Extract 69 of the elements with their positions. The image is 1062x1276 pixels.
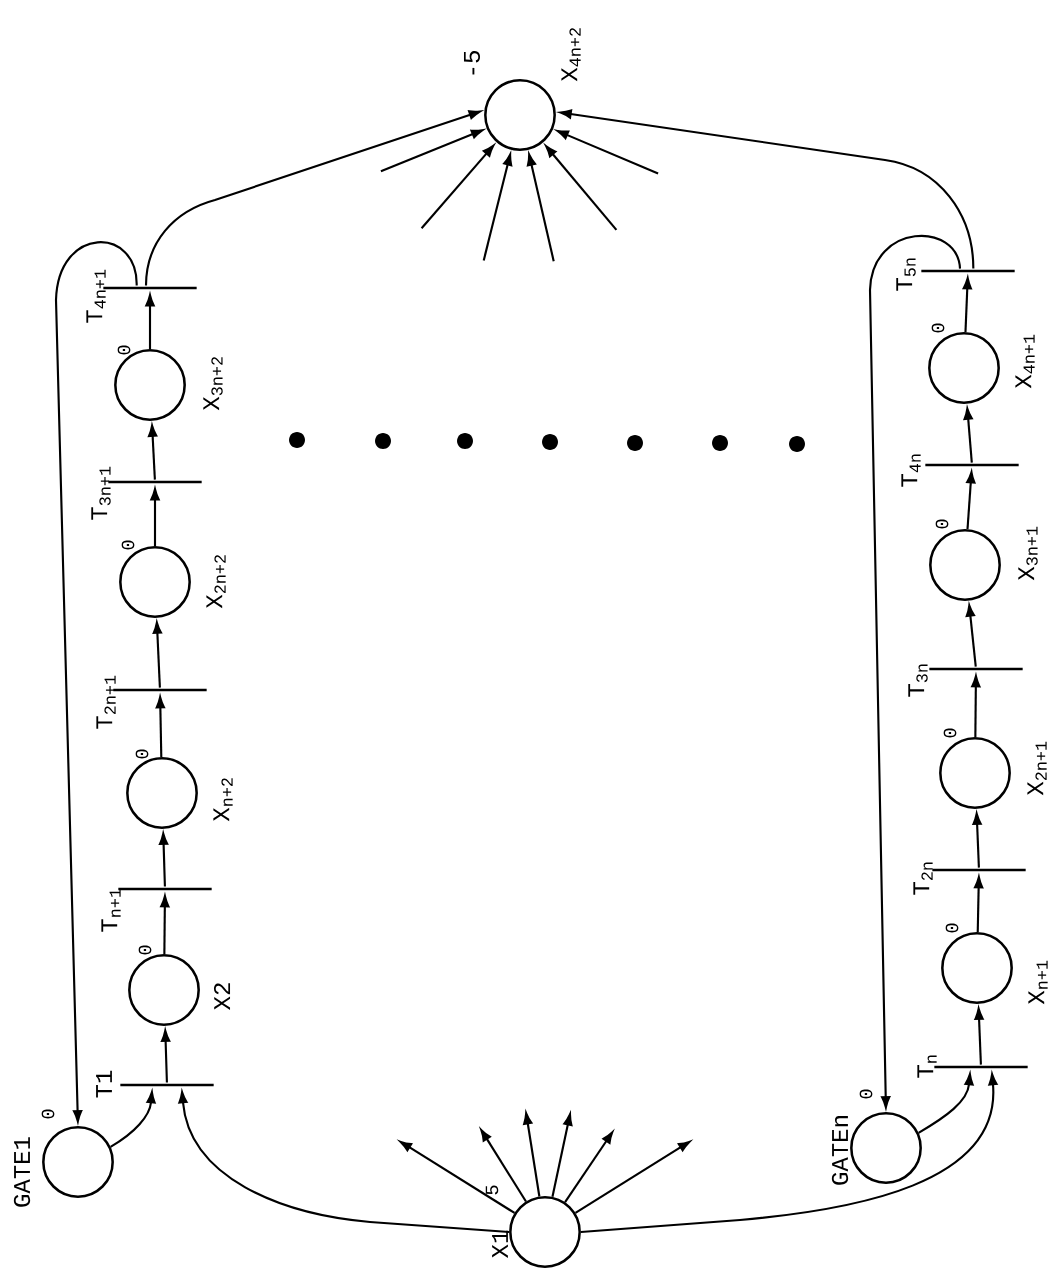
token-count: 0 bbox=[135, 749, 149, 759]
arrow bbox=[574, 1140, 691, 1214]
arrow bbox=[158, 832, 169, 887]
transition-bar bbox=[934, 1065, 1028, 1069]
place-circle bbox=[939, 737, 1011, 809]
transition-label: T$_{5n}$ bbox=[896, 258, 916, 291]
transition-bar bbox=[932, 868, 1026, 872]
arrow bbox=[965, 604, 977, 667]
place-circle bbox=[128, 954, 200, 1026]
place-label: X2 bbox=[213, 983, 231, 1010]
transition-bar bbox=[921, 269, 1015, 273]
place-circle bbox=[509, 1196, 581, 1268]
transition-label: T$_{n}$ bbox=[917, 1055, 937, 1078]
place-label: GATEn bbox=[831, 1116, 849, 1185]
token-count: 5 bbox=[485, 1185, 499, 1195]
arrow bbox=[963, 407, 973, 463]
place-circle bbox=[126, 757, 198, 829]
arrow bbox=[54, 241, 138, 1123]
arrow bbox=[148, 424, 158, 480]
token-count: 0 bbox=[935, 519, 949, 529]
arrow bbox=[160, 1029, 171, 1083]
arrow bbox=[559, 109, 975, 269]
token-count: -5 bbox=[464, 51, 480, 75]
place-label: GATE1 bbox=[13, 1137, 31, 1207]
arrow bbox=[551, 1113, 573, 1198]
token-count: 0 bbox=[859, 1089, 873, 1099]
place-circle bbox=[42, 1126, 114, 1198]
transition-label: T$_{3n+1}$ bbox=[91, 466, 111, 520]
arrow bbox=[482, 153, 513, 261]
place-label: X$_{2n+1}$ bbox=[1027, 741, 1047, 796]
place-label: X$_{3n+2}$ bbox=[203, 357, 223, 411]
token-count: 0 bbox=[41, 1109, 55, 1119]
arrow bbox=[480, 1129, 527, 1203]
arrow bbox=[564, 1131, 614, 1203]
transition-label: T$_{3n}$ bbox=[908, 664, 928, 697]
transition-bar bbox=[925, 463, 1019, 467]
place-label: X$_{n+2}$ bbox=[213, 778, 233, 822]
place-circle bbox=[484, 79, 556, 151]
place-label: X$_{n+1}$ bbox=[1028, 960, 1048, 1005]
arrow bbox=[526, 153, 555, 262]
place-circle bbox=[941, 932, 1013, 1004]
transition-bar bbox=[118, 887, 212, 891]
transition-label: T$_{n+1}$ bbox=[101, 888, 121, 932]
place-label: X$_{3n+1}$ bbox=[1018, 526, 1038, 581]
token-count: 0 bbox=[943, 728, 957, 738]
transition-label: T1 bbox=[96, 1070, 112, 1098]
token-count: 0 bbox=[121, 540, 135, 550]
place-circle bbox=[929, 529, 1001, 601]
place-circle bbox=[850, 1112, 922, 1184]
transition-label: T$_{2n+1}$ bbox=[96, 675, 116, 729]
arrow bbox=[545, 145, 618, 231]
place-circle bbox=[928, 332, 1000, 404]
token-count: 0 bbox=[138, 945, 152, 955]
token-count: 0 bbox=[945, 923, 959, 933]
place-label: X$_{4n+2}$ bbox=[561, 28, 581, 82]
arrow bbox=[868, 235, 962, 1109]
place-label: X$_{2n+2}$ bbox=[206, 555, 226, 609]
arrow bbox=[556, 129, 659, 175]
token-count: 0 bbox=[931, 323, 945, 333]
transition-label: T$_{4n+1}$ bbox=[86, 269, 106, 323]
transition-bar bbox=[929, 667, 1023, 671]
transition-bar bbox=[120, 1083, 214, 1087]
place-label: X1 bbox=[492, 1230, 508, 1258]
arrow bbox=[152, 621, 162, 688]
transition-label: T$_{4n}$ bbox=[901, 454, 921, 487]
arrow bbox=[399, 1140, 516, 1214]
place-label: X$_{4n+1}$ bbox=[1015, 334, 1035, 389]
token-count: 0 bbox=[117, 345, 131, 355]
transition-label: T$_{2n}$ bbox=[913, 862, 933, 895]
